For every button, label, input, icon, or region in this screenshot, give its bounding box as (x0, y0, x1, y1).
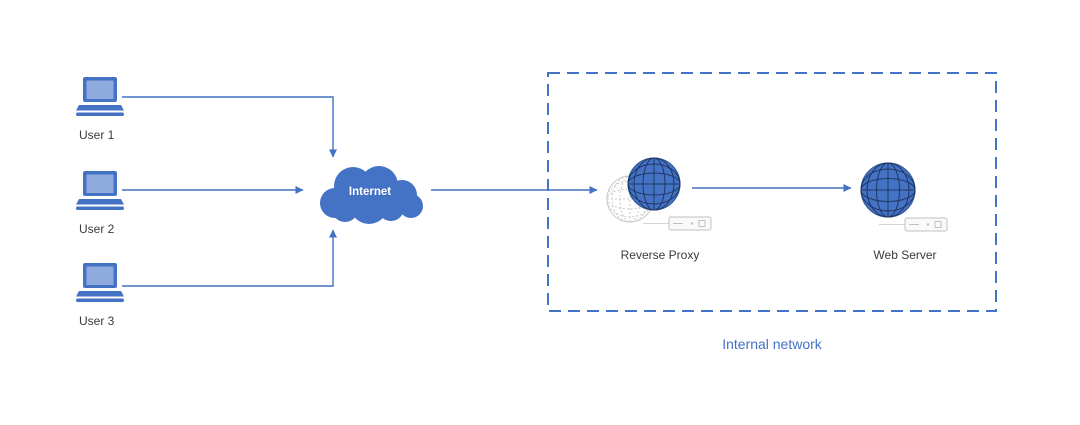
node-user3 (76, 262, 124, 309)
node-label-user3: User 3 (79, 314, 115, 328)
node-user1 (76, 76, 124, 123)
node-label-internet: Internet (348, 186, 392, 198)
server-box-icon (643, 216, 712, 231)
laptop-icon (76, 263, 124, 302)
cloud-icon (320, 166, 423, 224)
server-box-icon (879, 217, 948, 232)
reverse-proxy-icon (606, 157, 712, 231)
laptop-icon (76, 171, 124, 210)
web-server-icon (860, 162, 948, 232)
connector-user1-internet (122, 96, 337, 158)
globe-blue-icon (627, 157, 681, 211)
node-web-server (855, 152, 965, 245)
internal-network-caption: Internal network (722, 336, 822, 352)
globe-blue-icon (860, 162, 916, 218)
node-label-user1: User 1 (79, 128, 115, 142)
node-label-user2: User 2 (79, 222, 115, 236)
node-user2 (76, 170, 124, 217)
node-internet (309, 161, 431, 232)
laptop-icon (76, 77, 124, 116)
connector-user3-internet (122, 229, 337, 287)
node-label-web-server: Web Server (873, 248, 937, 262)
node-label-reverse-proxy: Reverse Proxy (620, 248, 700, 262)
node-reverse-proxy (605, 155, 715, 245)
